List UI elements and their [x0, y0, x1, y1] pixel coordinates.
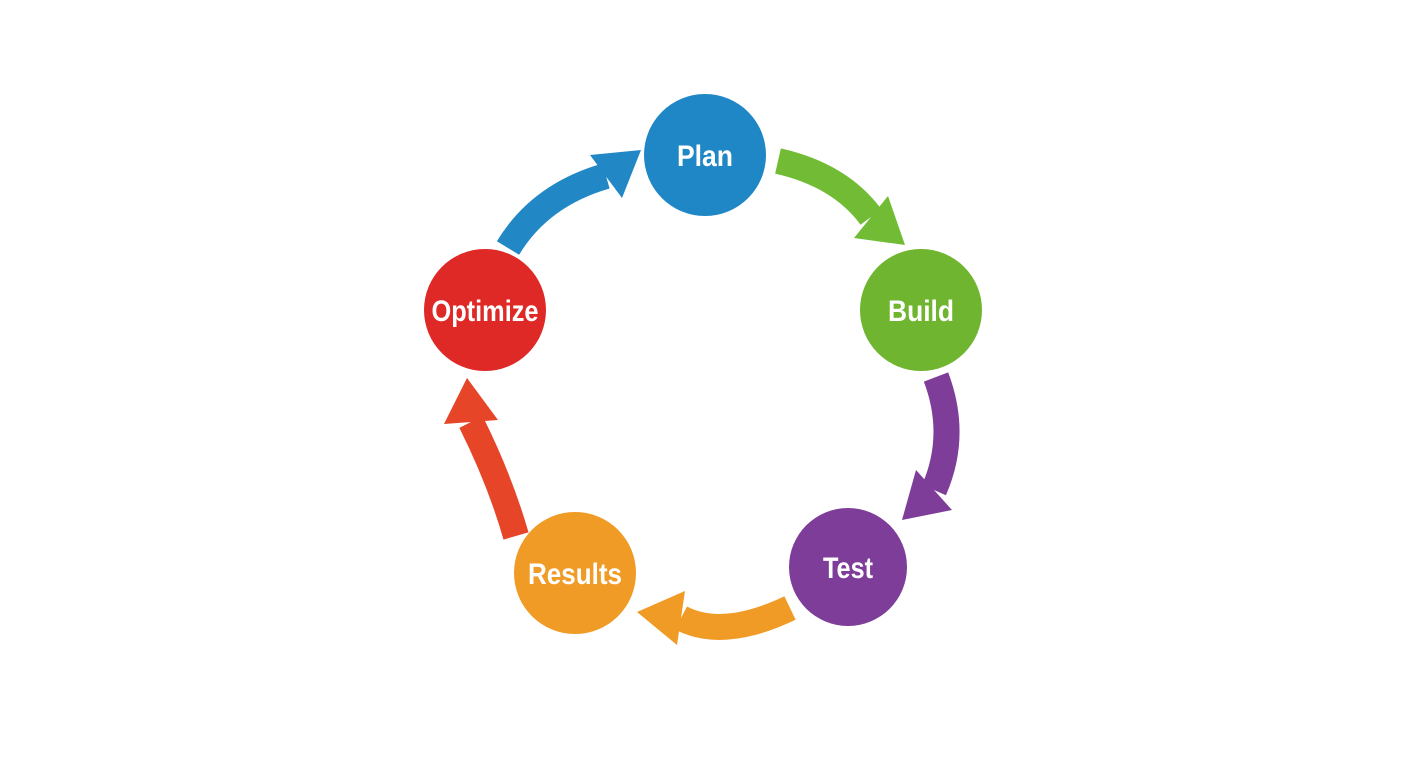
node-results-circle [514, 512, 636, 634]
node-build: Build [860, 249, 982, 371]
node-build-circle [860, 249, 982, 371]
arrowhead-icon [902, 470, 952, 520]
node-plan-circle [644, 94, 766, 216]
node-test-circle [789, 508, 907, 626]
node-optimize: Optimize [424, 249, 546, 371]
arrowhead-icon [444, 378, 498, 424]
node-test-label: Test [823, 552, 873, 585]
arrow-curve [674, 596, 796, 640]
node-plan-label: Plan [677, 140, 733, 173]
arrow-results-to-optimize [444, 378, 529, 540]
arrowhead-icon [590, 150, 641, 198]
node-results: Results [514, 512, 636, 634]
arrow-curve [459, 416, 529, 540]
arrow-curve [921, 372, 960, 496]
node-plan: Plan [644, 94, 766, 216]
arrow-build-to-test [902, 372, 960, 520]
arrow-optimize-to-plan [496, 150, 641, 255]
node-test: Test [789, 508, 907, 626]
arrow-curve [496, 163, 610, 255]
arrow-test-to-results [637, 591, 796, 645]
arrowhead-icon [637, 591, 685, 645]
arrowhead-icon [854, 196, 905, 245]
node-build-label: Build [888, 295, 954, 328]
node-optimize-circle [424, 249, 546, 371]
arrow-plan-to-build [774, 148, 905, 245]
arrow-curve [774, 148, 882, 226]
node-results-label: Results [528, 558, 622, 591]
node-optimize-label: Optimize [432, 295, 539, 328]
